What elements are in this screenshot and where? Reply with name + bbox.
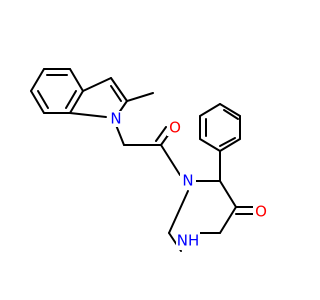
bond-pyrrole-double [110,85,122,102]
bond-methyl [126,92,154,102]
indole-nitrogen-label: N [110,110,121,128]
bond-piperazine-3 [219,206,237,234]
bond-benzo-2 [30,90,45,114]
bond-phenyl-1 [199,138,221,152]
bond-benzo-inner-2 [37,90,49,109]
bond-layer [30,68,254,252]
bond-benzo-5 [69,68,84,92]
indole-nitrogen-bg [108,111,124,127]
bond-phenyl-inner-2 [223,109,239,120]
chemical-structure-diagram: N O N O NH [30,68,269,252]
bond-carbonyl-piperazine [160,144,181,176]
bond-phenyl-4 [219,103,241,117]
amide-nh-label: NH [177,232,200,250]
bond-piperazine-2 [219,180,237,208]
bond-piperazine-6 [168,190,189,234]
lactam-oxygen-label: O [255,203,267,221]
bond-benzo-4 [69,90,84,114]
bond-pyrrole-2 [110,77,128,102]
bond-carbonyl-oxygen-2 [155,126,167,142]
bond-phenyl-inner-3 [219,137,236,147]
amide-nh-bg [176,232,200,250]
bond-pyrrole-1 [82,77,112,92]
label-layer: N O N O NH [108,110,269,250]
bond-pyrrole-4 [69,112,107,118]
bond-indole-n-ch2 [115,124,125,146]
carbonyl-oxygen-label: O [169,119,181,137]
bond-benzo-inner-3 [65,90,77,109]
molecule-canvas: N O N O NH [30,68,269,252]
piperazine-nitrogen-label: N [182,172,193,190]
bond-benzo-1 [30,68,45,92]
lactam-oxygen-bg [253,204,269,220]
carbonyl-oxygen-bg [167,120,183,136]
bond-phenyl-3 [199,103,221,117]
bond-phenyl-6 [219,138,241,152]
piperazine-nitrogen-bg [180,173,196,189]
